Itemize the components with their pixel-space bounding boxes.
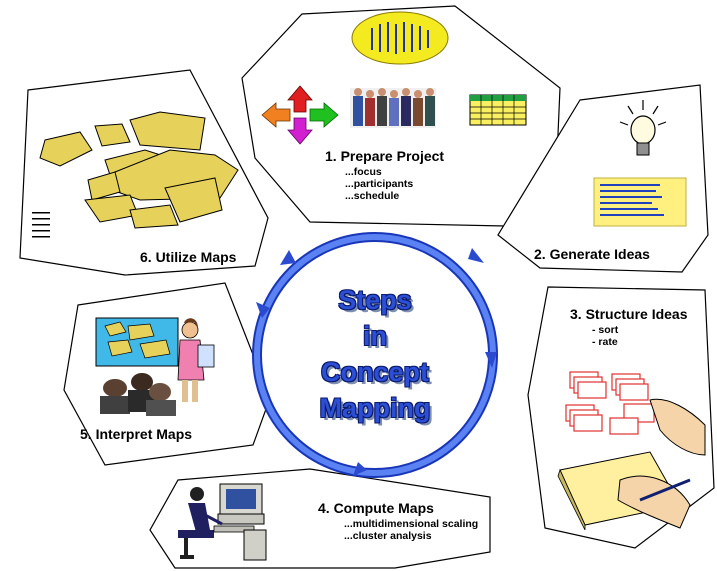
center-title: Steps in Concept Mapping [275,282,475,426]
step-1-sub-3: ...schedule [345,190,400,202]
step-1-title: 1. Prepare Project [325,148,445,164]
spreadsheet-icon [469,94,527,126]
step-1-sub-2: ...participants [345,178,414,190]
step-3-sub-2: - rate [592,336,618,348]
hand-writing-icon [557,451,691,531]
step-5-title: 5. Interpret Maps [80,426,193,442]
utilize-legend-lines [32,212,50,238]
hand-sorting-icon [649,398,706,456]
step-4-title: 4. Compute Maps [318,500,434,516]
step-6-title: 6. Utilize Maps [140,249,237,265]
step-3-sub-1: - sort [592,324,619,336]
step-4-sub-1: ...multidimensional scaling [344,518,479,530]
idea-list-icon [593,177,687,227]
cards-icon [565,371,655,435]
center-line-1: Steps [338,285,412,315]
center-line-4: Mapping [319,393,431,423]
center-line-3: Concept [321,357,429,387]
step-1-sub-1: ...focus [345,166,382,178]
people-icon [351,11,449,65]
lightbulb-icon [619,100,667,156]
audience [100,373,176,416]
cycle-arrow-ring [252,232,498,478]
step-4-sub-2: ...cluster analysis [344,530,432,542]
presenter-icon [95,317,215,416]
computer-user-icon [178,483,267,561]
step-3-title: 3. Structure Ideas [570,306,688,322]
arrows-icon [261,85,339,145]
participants-group-icon [350,88,436,128]
step-2-title: 2. Generate Ideas [534,246,650,262]
center-line-2: in [363,321,387,351]
cluster-map-icon [39,111,239,229]
